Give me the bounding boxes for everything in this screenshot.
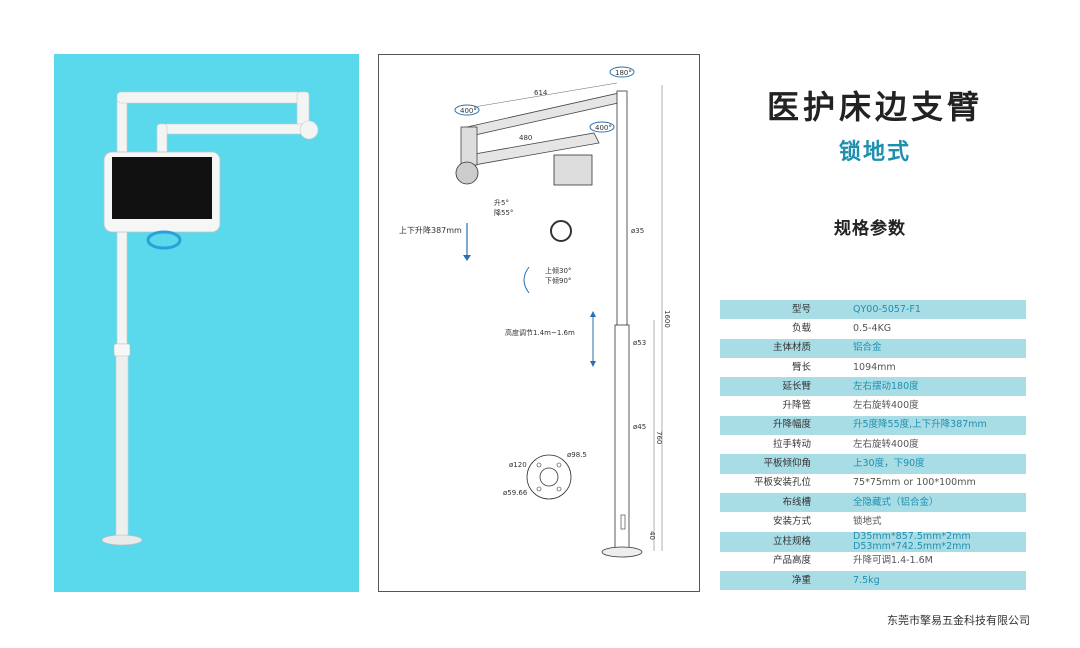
spec-value: 升5度降55度,上下升降387mm xyxy=(817,415,1026,436)
spec-value: QY00-5057-F1 xyxy=(817,300,1026,320)
spec-row: 升降幅度 升5度降55度,上下升降387mm xyxy=(720,415,1026,436)
spec-row: 安装方式 锁地式 xyxy=(720,512,1026,531)
spec-label: 负载 xyxy=(791,322,811,334)
dim-760: 760 xyxy=(655,431,663,444)
spec-label: 平板安装孔位 xyxy=(753,477,811,489)
spec-label: 型号 xyxy=(720,300,817,320)
rot-top-label: 180° xyxy=(615,69,632,77)
spec-value: 上30度，下90度 xyxy=(817,454,1026,474)
spec-row: 升降管 左右旋转400度 xyxy=(720,396,1026,415)
spec-label: 产品高度 xyxy=(772,555,811,567)
spec-row: 主体材质 铝合金 xyxy=(720,338,1026,358)
height-label: 高度调节1.4m~1.6m xyxy=(505,328,575,337)
spec-label: 延长臂 xyxy=(720,377,817,397)
tilt-down-label: 降55° xyxy=(494,208,513,217)
technical-drawing: 180° 400° 400° 614 480 升5° 降55° ø35 ø53 … xyxy=(378,54,700,592)
base-d59: ø59.66 xyxy=(503,489,528,497)
spec-row: 型号 QY00-5057-F1 xyxy=(720,300,1026,320)
tilt-label-down: 下倾90° xyxy=(545,276,571,285)
spec-label: 臂长 xyxy=(791,361,811,373)
dia-35-label: ø35 xyxy=(631,227,644,235)
spec-value: D35mm*857.5mm*2mm D53mm*742.5mm*2mm xyxy=(817,530,1026,552)
spec-value: 铝合金 xyxy=(817,338,1026,358)
dim-arm2: 480 xyxy=(519,134,532,142)
spec-row: 延长臂 左右摆动180度 xyxy=(720,377,1026,397)
company-name: 东莞市擎易五金科技有限公司 xyxy=(887,614,1030,627)
spec-row: 净重 7.5kg xyxy=(720,570,1026,591)
spec-value: 7.5kg xyxy=(817,570,1026,591)
dim-1600: 1600 xyxy=(663,310,671,328)
spec-label: 布线槽 xyxy=(720,492,817,513)
rotation-icon: 400° xyxy=(589,121,615,133)
rotation-icon: 180° xyxy=(609,66,635,78)
spec-value: 升降可调1.4-1.6M xyxy=(853,555,933,567)
dim-arm: 614 xyxy=(534,89,548,97)
base-d98: ø98.5 xyxy=(567,451,587,459)
spec-value: 全隐藏式（铝合金） xyxy=(817,492,1026,513)
spec-value-line: D35mm*857.5mm*2mm xyxy=(853,530,971,542)
rot-mid-label: 400° xyxy=(595,124,612,132)
spec-value: 左右摆动180度 xyxy=(817,377,1026,397)
dimension-drawing: 180° 400° 400° 614 480 升5° 降55° ø35 ø53 … xyxy=(399,66,671,558)
spec-label: 平板倾仰角 xyxy=(720,454,817,474)
page-subtitle: 锁地式 xyxy=(838,140,911,165)
spec-heading: 规格参数 xyxy=(834,219,906,239)
spec-row: 拉手转动 左右旋转400度 xyxy=(720,435,1026,454)
tilt-up-label: 升5° xyxy=(494,198,509,207)
spec-value: 左右旋转400度 xyxy=(853,400,919,412)
dia-53-label: ø53 xyxy=(633,339,646,347)
spec-value: 锁地式 xyxy=(853,515,882,527)
rot-left-label: 400° xyxy=(460,107,477,115)
spec-label: 升降幅度 xyxy=(720,415,817,436)
spec-row: 负载 0.5-4KG xyxy=(720,319,1026,338)
product-illustration xyxy=(101,91,319,546)
rotation-icon: 400° xyxy=(454,104,480,116)
spec-value: 0.5-4KG xyxy=(853,322,892,334)
base-d120: ø120 xyxy=(509,461,527,469)
lift-label: 上下升降387mm xyxy=(399,225,462,235)
spec-table: 型号 QY00-5057-F1 负载 0.5-4KG 主体材质 铝合金 臂长 1… xyxy=(720,300,1026,591)
spec-row: 立柱规格 D35mm*857.5mm*2mm D53mm*742.5mm*2mm xyxy=(720,530,1026,552)
spec-label: 升降管 xyxy=(782,400,811,412)
spec-value: 1094mm xyxy=(853,361,896,373)
spec-label: 主体材质 xyxy=(720,338,817,358)
spec-label: 拉手转动 xyxy=(772,438,811,450)
tilt-label-up: 上倾30° xyxy=(545,266,571,275)
spec-label: 立柱规格 xyxy=(720,531,817,552)
spec-value: 左右旋转400度 xyxy=(853,438,919,450)
base-plate-diagram: ø120 ø98.5 ø59.66 xyxy=(503,451,587,500)
spec-value: 75*75mm or 100*100mm xyxy=(853,477,976,489)
spec-row: 臂长 1094mm xyxy=(720,358,1026,377)
spec-row: 平板倾仰角 上30度，下90度 xyxy=(720,454,1026,474)
page-title: 医护床边支臂 xyxy=(766,88,983,126)
spec-row: 产品高度 升降可调1.4-1.6M xyxy=(720,552,1026,571)
spec-row: 布线槽 全隐藏式（铝合金） xyxy=(720,492,1026,513)
spec-label: 安装方式 xyxy=(772,515,811,527)
product-photo xyxy=(54,54,359,592)
spec-label: 净重 xyxy=(720,570,817,591)
dia-45-label: ø45 xyxy=(633,423,646,431)
spec-row: 平板安装孔位 75*75mm or 100*100mm xyxy=(720,474,1026,493)
spec-value-line: D53mm*742.5mm*2mm xyxy=(853,540,971,552)
dim-40: 40 xyxy=(648,531,656,540)
